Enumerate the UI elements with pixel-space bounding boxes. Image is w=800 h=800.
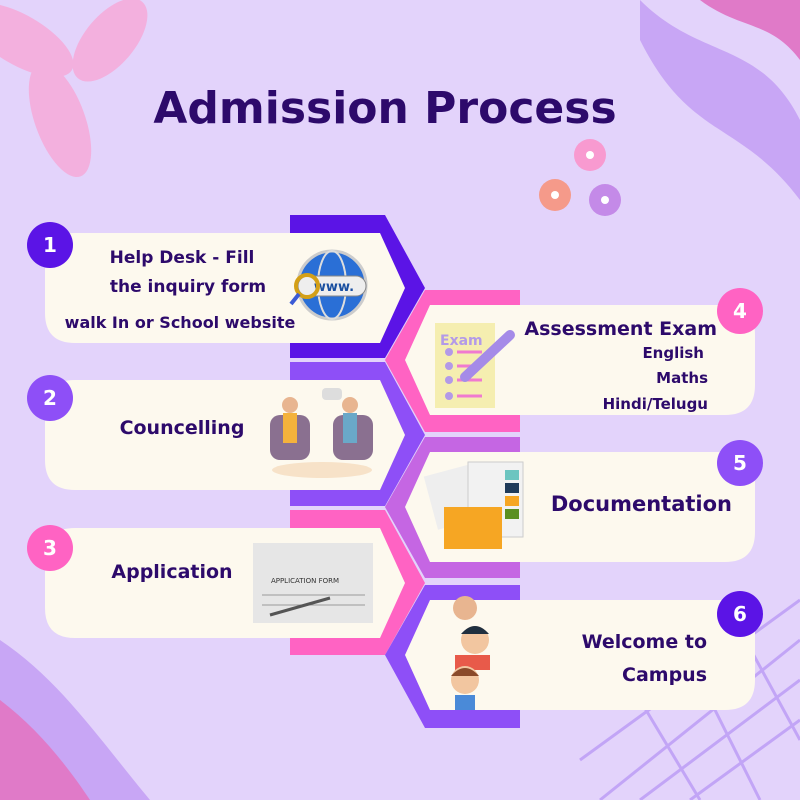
step-number: 1 — [43, 233, 57, 257]
step-badge — [27, 375, 73, 421]
svg-text:Exam: Exam — [440, 333, 483, 349]
step-number: 3 — [43, 536, 57, 560]
step-badge — [717, 440, 763, 486]
step-line: Hindi/Telugu — [603, 395, 708, 413]
step-number: 4 — [733, 299, 747, 323]
step-6: 6 Welcome to Campus — [385, 585, 763, 728]
step-badge — [717, 288, 763, 334]
counselling-people-icon — [270, 388, 373, 478]
exam-paper-icon: Exam — [435, 323, 515, 408]
decorative-wave-pink-bottom — [0, 700, 90, 800]
step-line: Welcome to — [582, 631, 707, 653]
step-4: 4 Assessment Exam English Maths Hindi/Te… — [385, 288, 763, 432]
step-badge — [27, 525, 73, 571]
decorative-wave-pink — [700, 0, 800, 60]
decorative-wave-top-right — [640, 0, 800, 200]
step-2: 2 Councelling — [27, 362, 425, 506]
svg-text:www.: www. — [314, 280, 354, 295]
page-title: Admission Process — [153, 83, 616, 134]
step-number: 6 — [733, 602, 747, 626]
svg-text:APPLICATION FORM: APPLICATION FORM — [271, 577, 339, 585]
step-line: Campus — [622, 664, 707, 686]
step-line: Councelling — [120, 417, 245, 439]
step-line: Documentation — [551, 492, 732, 516]
step-card — [405, 600, 755, 710]
step-line: Maths — [656, 369, 708, 387]
decorative-flower-top-left — [0, 0, 148, 178]
application-form-icon: APPLICATION FORM — [253, 543, 373, 623]
step-5: 5 Documentation — [385, 437, 763, 578]
step-line: the inquiry form — [110, 277, 266, 297]
globe-www-icon: www. — [289, 249, 368, 321]
step-line: Assessment Exam — [524, 318, 717, 340]
step-badge — [27, 222, 73, 268]
step-line: walk In or School website — [65, 313, 296, 332]
decorative-flowers — [539, 139, 621, 216]
documents-folder-icon — [423, 461, 524, 549]
step-number: 2 — [43, 386, 57, 410]
step-line: English — [642, 344, 704, 362]
step-badge — [717, 591, 763, 637]
children-icon — [451, 596, 490, 710]
step-3: 3 Application APPLICATION FORM — [27, 510, 425, 655]
step-line: Application — [111, 561, 232, 583]
step-1: 1 Help Desk - Fill the inquiry form walk… — [27, 215, 425, 358]
step-line: Help Desk - Fill — [110, 248, 255, 268]
step-number: 5 — [733, 451, 747, 475]
